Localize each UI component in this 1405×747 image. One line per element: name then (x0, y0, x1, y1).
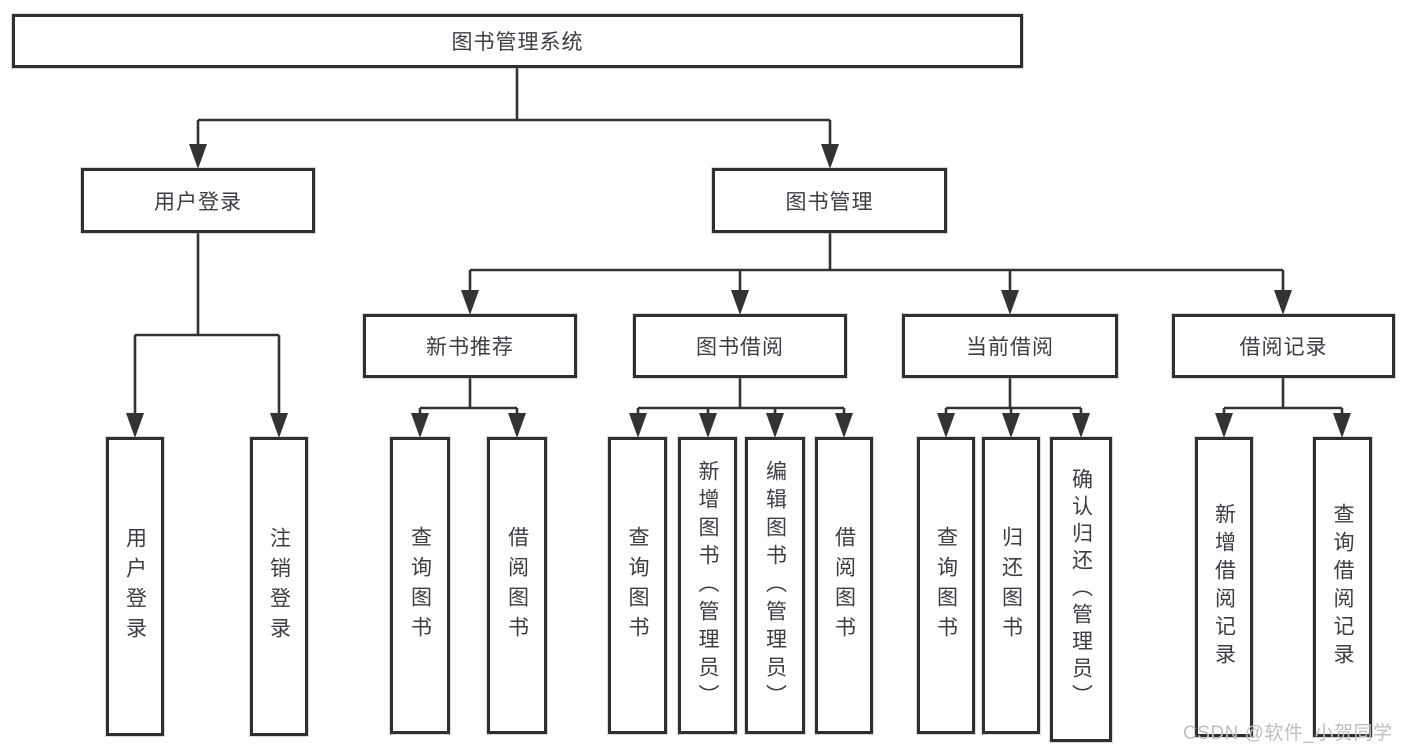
node-user-login: 用户登录 (81, 168, 315, 233)
leaf-query-books-borrowing: 查询图书 (608, 437, 667, 734)
leaf-confirm-return-admin: 确认归还（管理员） (1050, 437, 1112, 742)
node-current-borrowing: 当前借阅 (902, 314, 1118, 378)
leaf-query-books-recommend: 查询图书 (390, 437, 450, 734)
leaf-query-borrow-record: 查询借阅记录 (1313, 437, 1372, 737)
leaf-logout: 注销登录 (250, 437, 308, 736)
leaf-add-books-admin: 新增图书（管理员） (678, 437, 737, 734)
leaf-user-login: 用户登录 (106, 437, 164, 736)
leaf-query-books-current: 查询图书 (917, 437, 975, 734)
csdn-watermark: CSDN @软件_小贺同学 (1183, 723, 1393, 744)
leaf-borrow-books-borrowing: 借阅图书 (815, 437, 873, 734)
node-borrowing-records: 借阅记录 (1172, 314, 1395, 378)
leaf-edit-books-admin: 编辑图书（管理员） (745, 437, 805, 734)
node-book-borrowing: 图书借阅 (633, 314, 847, 378)
arrowheads (126, 144, 1351, 438)
leaf-return-books: 归还图书 (982, 437, 1040, 734)
node-book-management: 图书管理 (712, 168, 947, 233)
node-new-book-recommendation: 新书推荐 (363, 314, 577, 378)
leaf-borrow-books-recommend: 借阅图书 (487, 437, 547, 734)
node-library-management-system: 图书管理系统 (12, 14, 1023, 68)
leaf-add-borrow-record: 新增借阅记录 (1195, 437, 1253, 737)
